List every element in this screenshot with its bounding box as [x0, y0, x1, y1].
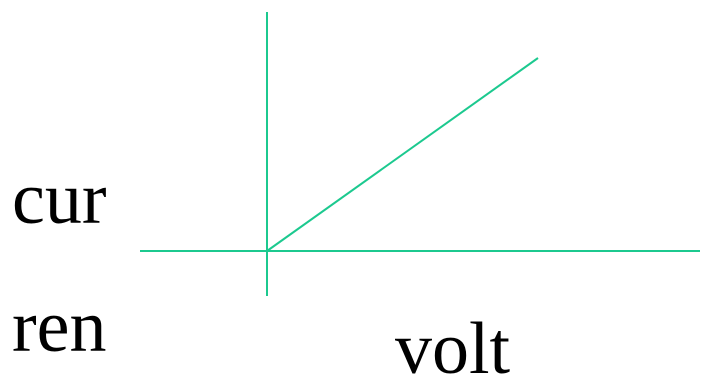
series-line [266, 57, 539, 252]
x-axis-label: volt [395, 308, 511, 387]
y-axis-label-line-1: cur [12, 158, 107, 240]
y-axis-label-line-2: ren [12, 286, 107, 368]
